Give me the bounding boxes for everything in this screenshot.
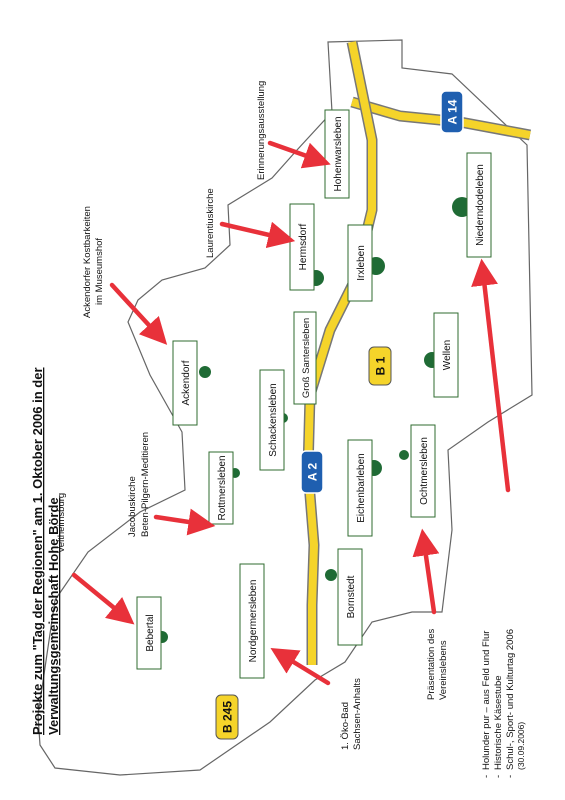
svg-text:Nordgermersleben: Nordgermersleben — [248, 580, 259, 663]
svg-text:Rottmersleben: Rottmersleben — [217, 455, 228, 520]
annotation-jacobuskirche-1: Jacobuskirche — [127, 476, 138, 537]
road-shield-b245: B 245 — [215, 694, 239, 740]
svg-text:B 1: B 1 — [374, 356, 388, 375]
legend-item-3-date: (30.09.2006) — [516, 722, 526, 770]
svg-text:Bebertal: Bebertal — [145, 614, 156, 651]
arrow-oekobad — [270, 647, 331, 686]
place-niederndodeleben: Niederndodeleben — [466, 152, 492, 258]
project-arrows — [71, 140, 511, 686]
annotation-jacobuskirche-2: Beten-Pilgern-Meditieren — [140, 432, 151, 537]
place-ackendorf: Ackendorf — [172, 340, 198, 426]
svg-text:Niederndodeleben: Niederndodeleben — [475, 164, 486, 246]
arrow-veltheimsburg — [71, 572, 135, 625]
legend-item-3: Schul-, Sport- und Kulturtag 2006 — [505, 629, 516, 770]
road-shield-b1: B 1 — [368, 346, 392, 386]
legend-item-2: Historische Käsestube — [493, 675, 504, 770]
region-boundary — [37, 39, 533, 776]
annotation-praesentation-2: Vereinslebens — [438, 640, 449, 700]
annotation-laurentiuskirche: Laurentiuskirche — [205, 188, 216, 258]
map-title-line-2: Verwaltungsgemeinschaft Hohe Börde — [46, 497, 61, 735]
place-bebertal: Bebertal — [136, 596, 162, 670]
tree-icon — [399, 450, 409, 460]
svg-text:Wellen: Wellen — [442, 340, 453, 370]
svg-text:Groß Santersleben: Groß Santersleben — [301, 318, 312, 398]
annotation-ackendorfer-1: Ackendorfer Kostbarkeiten — [82, 206, 93, 318]
arrow-praesentation — [412, 528, 440, 615]
arrow-laurentiuskirche — [219, 221, 296, 249]
arrow-ackendorfer — [109, 282, 168, 345]
svg-text:B 245: B 245 — [221, 701, 235, 733]
svg-text:Ochtmersleben: Ochtmersleben — [419, 437, 430, 505]
svg-text:Schackensleben: Schackensleben — [268, 383, 279, 456]
svg-text:Ackendorf: Ackendorf — [181, 360, 192, 405]
place-eichenbarleben: Eichenbarleben — [347, 439, 373, 537]
tree-icon — [199, 366, 211, 378]
arrow-jacobuskirche — [153, 508, 216, 536]
svg-text:Eichenbarleben: Eichenbarleben — [356, 453, 367, 523]
annotation-praesentation-1: Präsentation des — [426, 628, 437, 700]
highway-a14 — [350, 96, 532, 141]
place-gross-santersleben: Groß Santersleben — [293, 311, 317, 405]
place-schackensleben: Schackensleben — [259, 369, 285, 471]
svg-text:Irxleben: Irxleben — [356, 245, 367, 281]
annotation-veltheimsburg: Veltheimsburg — [56, 493, 67, 553]
place-hohenwarsleben: Hohenwarsleben — [324, 109, 350, 199]
annotation-oekobad-2: Sachsen-Anhalts — [352, 678, 363, 750]
map-title-line-1: Projekte zum "Tag der Regionen" am 1. Ok… — [30, 367, 45, 735]
svg-text:Hohenwarsleben: Hohenwarsleben — [333, 116, 344, 191]
annotation-oekobad-1: 1. Öko-Bad — [340, 702, 351, 750]
svg-text:A 2: A 2 — [306, 463, 320, 482]
legend-bullet: - — [481, 775, 492, 778]
arrow-niederndodeleben — [471, 258, 511, 493]
tree-icon — [325, 569, 337, 581]
place-hermsdorf: Hermsdorf — [289, 203, 315, 291]
road-shield-a14: A 14 — [440, 90, 464, 134]
place-nordgermersleben: Nordgermersleben — [239, 563, 265, 679]
arrow-erinnerung — [267, 140, 331, 169]
legend: - Holunder pur – aus Feld und Flur - His… — [481, 629, 526, 778]
highway-a2 — [302, 40, 378, 665]
place-rottmersleben: Rottmersleben — [208, 451, 234, 525]
legend-bullet: - — [493, 775, 504, 778]
svg-text:Bornstedt: Bornstedt — [346, 575, 357, 618]
place-wellen: Wellen — [433, 312, 459, 398]
place-irxleben: Irxleben — [347, 224, 373, 302]
place-ochtmersleben: Ochtmersleben — [410, 424, 436, 518]
legend-item-1: Holunder pur – aus Feld und Flur — [481, 631, 492, 770]
svg-text:A 14: A 14 — [446, 99, 460, 124]
place-bornstedt: Bornstedt — [337, 548, 363, 646]
road-shield-a2: A 2 — [300, 450, 324, 494]
svg-text:Hermsdorf: Hermsdorf — [298, 223, 309, 270]
legend-bullet: - — [505, 775, 516, 778]
annotation-erinnerung: Erinnerungsausstellung — [256, 81, 267, 180]
annotation-ackendorfer-2: im Museumshof — [94, 238, 105, 305]
